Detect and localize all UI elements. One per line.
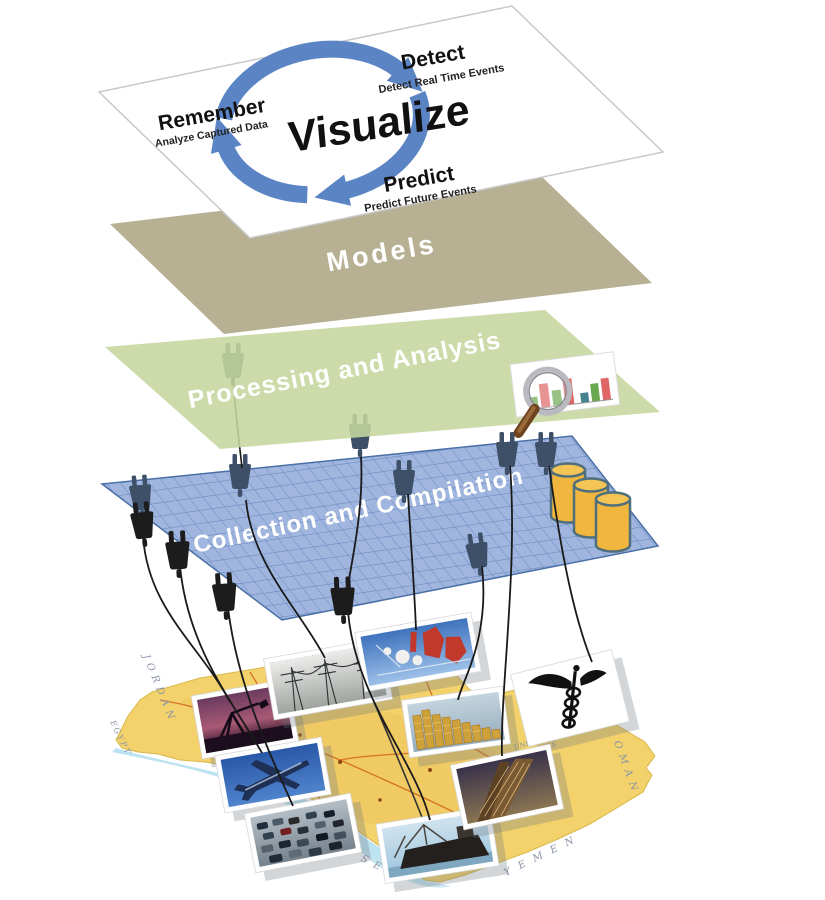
caduceus-icon <box>528 664 607 729</box>
cycle-arc-top <box>215 40 423 121</box>
source-photos <box>190 611 640 893</box>
cycle-arc-right <box>314 90 430 206</box>
skyscraper-photo <box>449 743 574 839</box>
visualize-layer: Visualize Detect Detect Real Time Events… <box>97 5 665 239</box>
industrial-plant-photo <box>354 611 491 701</box>
collection-layer: Collection and Compilation <box>100 432 660 621</box>
analysis-chart-icon <box>509 351 621 439</box>
processing-layer: Processing and Analysis <box>105 310 660 449</box>
coin-stacks-photo <box>401 685 520 767</box>
cars <box>256 809 347 863</box>
caduceus-health-photo <box>510 649 640 755</box>
cycle-arc-left <box>210 116 308 204</box>
magnifier-icon <box>513 366 573 439</box>
traffic-photo <box>243 792 372 882</box>
data-wires <box>142 444 593 821</box>
airplane-silhouette <box>234 759 310 801</box>
cycle-arrows <box>210 40 430 206</box>
